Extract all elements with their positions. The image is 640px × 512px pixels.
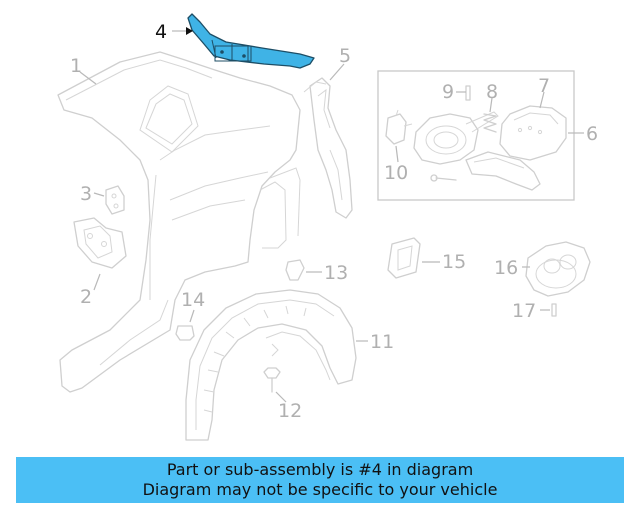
callout-3: 3 xyxy=(80,183,92,205)
filler-housing-part-16[interactable] xyxy=(525,241,591,297)
banner-line-1: Part or sub-assembly is #4 in diagram xyxy=(166,460,474,479)
callout-7: 7 xyxy=(538,75,550,97)
callout-14: 14 xyxy=(181,289,205,311)
callout-2: 2 xyxy=(80,286,92,308)
hinge-screw[interactable] xyxy=(430,174,457,182)
screw-part-12[interactable] xyxy=(263,367,281,393)
fuel-door-inset xyxy=(377,70,575,201)
pin-part-9[interactable] xyxy=(465,85,471,101)
spring-part-8[interactable] xyxy=(483,113,497,133)
fuel-door-housing[interactable] xyxy=(413,111,499,165)
callout-9: 9 xyxy=(442,81,454,103)
callout-1: 1 xyxy=(70,55,82,77)
reinforcement-part-5[interactable] xyxy=(303,77,353,219)
banner-line-2: Diagram may not be specific to your vehi… xyxy=(142,480,498,499)
callout-15: 15 xyxy=(442,251,466,273)
fuel-door-part-7[interactable] xyxy=(499,105,567,161)
pin-part-17[interactable] xyxy=(551,303,557,317)
callout-16: 16 xyxy=(494,257,518,279)
bracket-part-2[interactable] xyxy=(73,217,127,269)
callout-4: 4 xyxy=(155,21,167,43)
callout-13: 13 xyxy=(324,262,348,284)
clip-part-13[interactable] xyxy=(285,259,305,281)
callout-17: 17 xyxy=(512,300,536,322)
plug-part-14[interactable] xyxy=(175,325,195,341)
fuel-door-hinge[interactable] xyxy=(465,151,541,191)
fender-liner-part-11[interactable] xyxy=(185,289,357,441)
quarter-panel-part-1[interactable] xyxy=(57,51,301,393)
callout-11: 11 xyxy=(370,331,394,353)
cover-part-15[interactable] xyxy=(387,237,421,279)
actuator-part-10[interactable] xyxy=(385,109,413,145)
callout-5: 5 xyxy=(339,45,351,67)
info-banner: Part or sub-assembly is #4 in diagram Di… xyxy=(16,457,624,503)
callout-6: 6 xyxy=(586,123,598,145)
bracket-part-3[interactable] xyxy=(105,185,125,215)
callout-8: 8 xyxy=(486,81,498,103)
callout-12: 12 xyxy=(278,400,302,422)
callout-10: 10 xyxy=(384,162,408,184)
reinforcement-part-4[interactable] xyxy=(187,13,315,69)
leader-lines xyxy=(79,27,584,403)
